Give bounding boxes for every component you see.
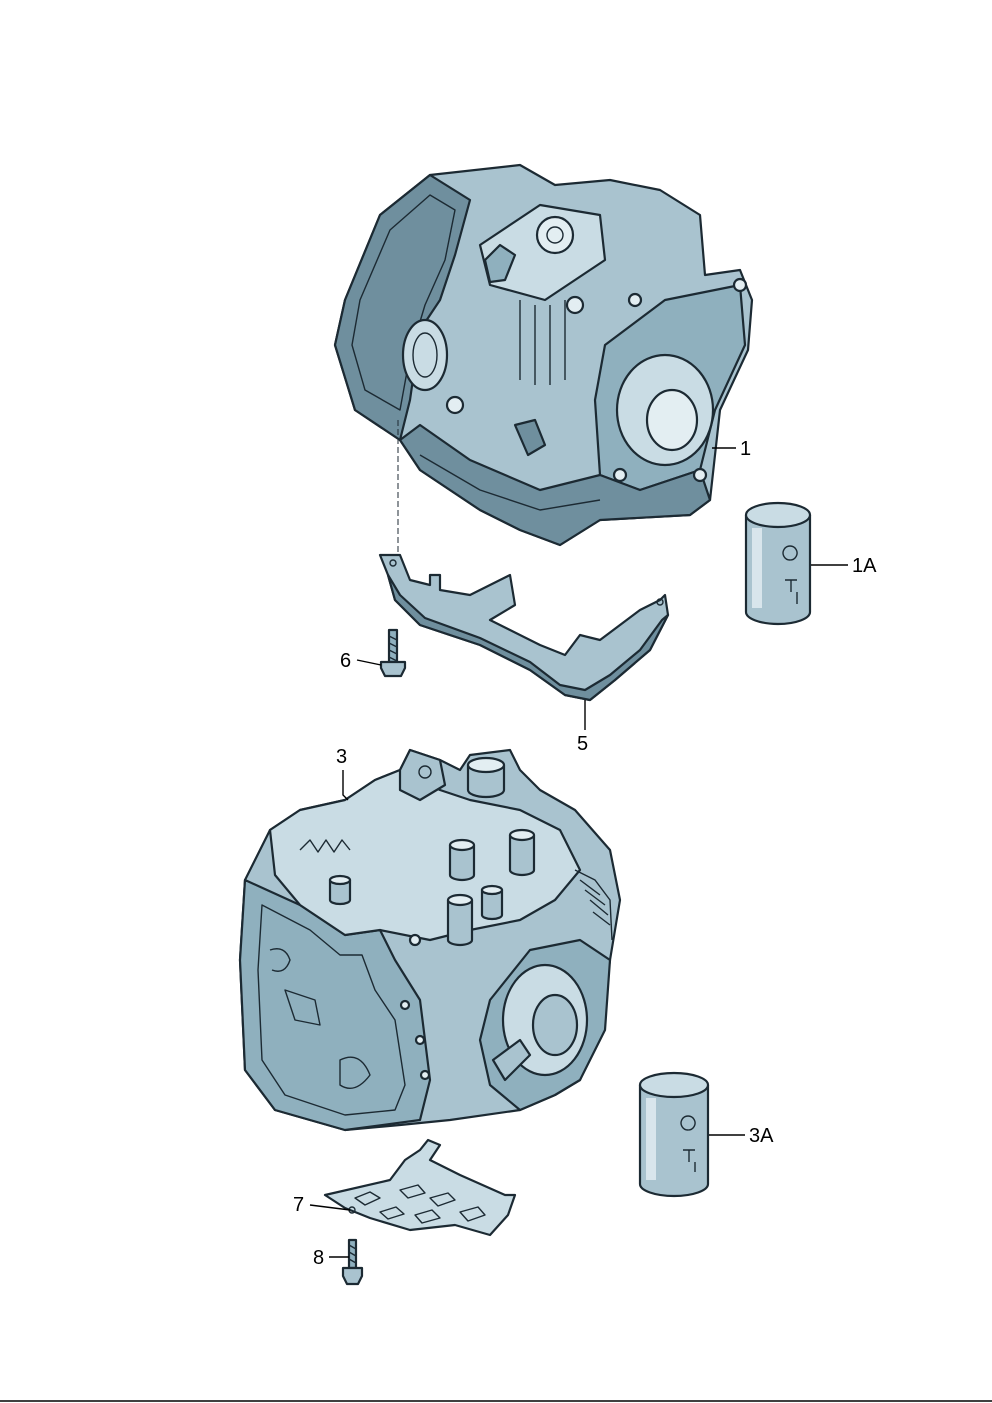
callout-8: 8 <box>313 1247 324 1269</box>
gearbox-assembly-lower <box>238 748 622 1132</box>
callout-7: 7 <box>293 1194 304 1216</box>
leader-6 <box>356 659 382 666</box>
callout-3a: 3A <box>749 1125 774 1147</box>
oil-can-3a <box>638 1071 710 1198</box>
callout-1: 1 <box>740 438 751 460</box>
top-bosses <box>328 828 536 947</box>
leader-7 <box>309 1204 351 1211</box>
bolt-8 <box>341 1238 364 1286</box>
callout-6: 6 <box>340 650 351 672</box>
gearbox-assembly-upper <box>333 163 754 547</box>
callout-1a: 1A <box>852 555 877 577</box>
leader-3 <box>342 770 349 801</box>
shield-plate-7 <box>323 1138 517 1237</box>
callout-5: 5 <box>577 733 588 755</box>
mounting-bracket-5 <box>378 553 670 702</box>
oil-can-1a <box>744 501 812 626</box>
callout-3: 3 <box>336 746 347 768</box>
bolt-6 <box>379 628 407 678</box>
